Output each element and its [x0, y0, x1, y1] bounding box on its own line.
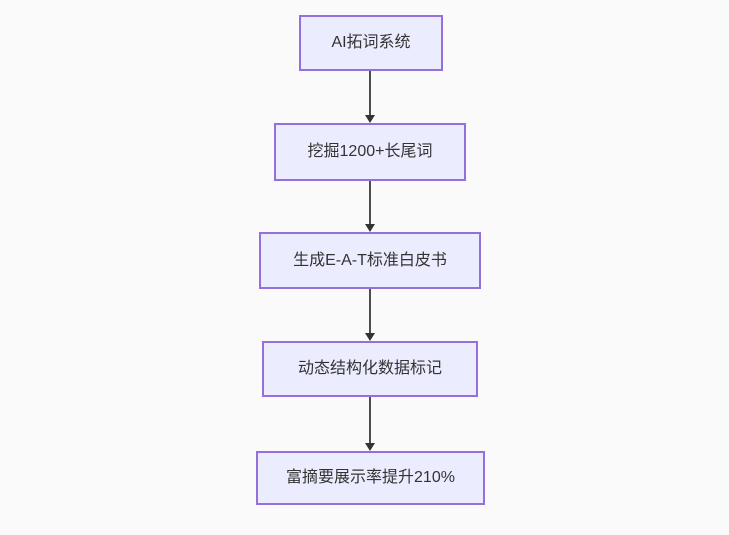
arrowhead-icon [365, 333, 375, 341]
flow-node-structured-data-markup: 动态结构化数据标记 [262, 341, 478, 397]
flow-node-rich-snippet-result: 富摘要展示率提升210% [256, 451, 485, 505]
flow-node-label: 生成E-A-T标准白皮书 [293, 251, 447, 269]
flow-node-label: AI拓词系统 [331, 34, 411, 51]
arrow-shaft [369, 397, 371, 443]
arrowhead-icon [365, 224, 375, 232]
arrow-down-icon [364, 71, 376, 123]
arrow-down-icon [364, 181, 376, 232]
arrowhead-icon [365, 443, 375, 451]
flow-node-label: 挖掘1200+长尾词 [307, 143, 433, 160]
flow-node-eat-whitepaper: 生成E-A-T标准白皮书 [259, 232, 481, 289]
flow-node-longtail-mining: 挖掘1200+长尾词 [274, 123, 466, 181]
arrowhead-icon [365, 115, 375, 123]
arrow-shaft [369, 71, 371, 115]
arrow-down-icon [364, 289, 376, 341]
arrow-shaft [369, 289, 371, 333]
arrow-shaft [369, 181, 371, 224]
flow-node-ai-word-expansion: AI拓词系统 [299, 15, 443, 71]
flow-node-label: 富摘要展示率提升210% [286, 469, 455, 486]
flow-node-label: 动态结构化数据标记 [297, 360, 442, 377]
arrow-down-icon [364, 397, 376, 451]
